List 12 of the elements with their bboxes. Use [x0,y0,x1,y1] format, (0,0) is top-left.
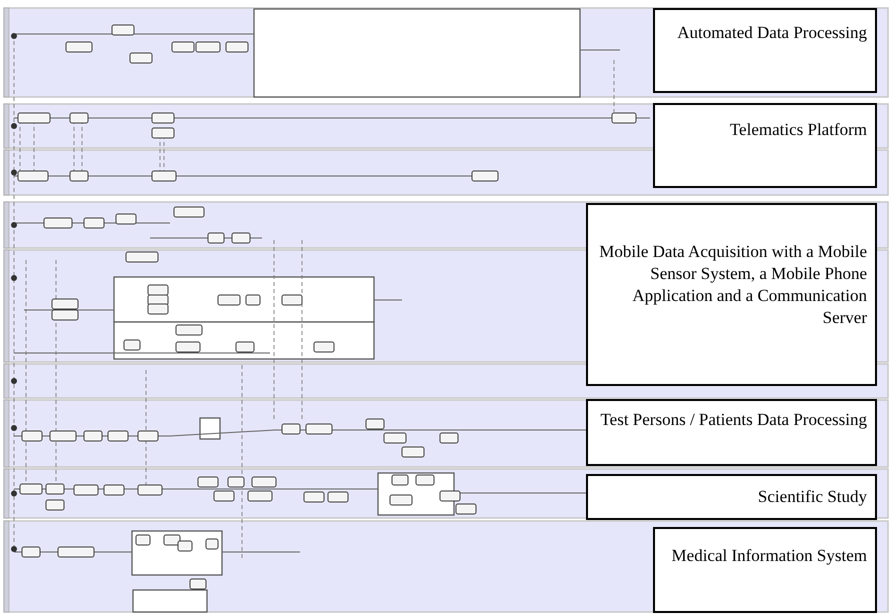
label-box [586,203,877,386]
lane-title: Automated Data Processing [677,22,867,44]
label-box [653,527,877,613]
lane-title: Scientific Study [758,486,867,508]
lane-title: Mobile Data Acquisition with a Mobile Sensor System, a Mobile Phone Application and a Communication Server [598,241,867,329]
lane-title: Test Persons / Patients Data Processing [600,409,867,431]
label-box [586,474,877,520]
label-box [586,399,877,466]
label-box [653,8,877,93]
label-box [653,103,877,188]
lane-title: Medical Information System [672,545,867,567]
lane-title: Telematics Platform [730,119,867,141]
